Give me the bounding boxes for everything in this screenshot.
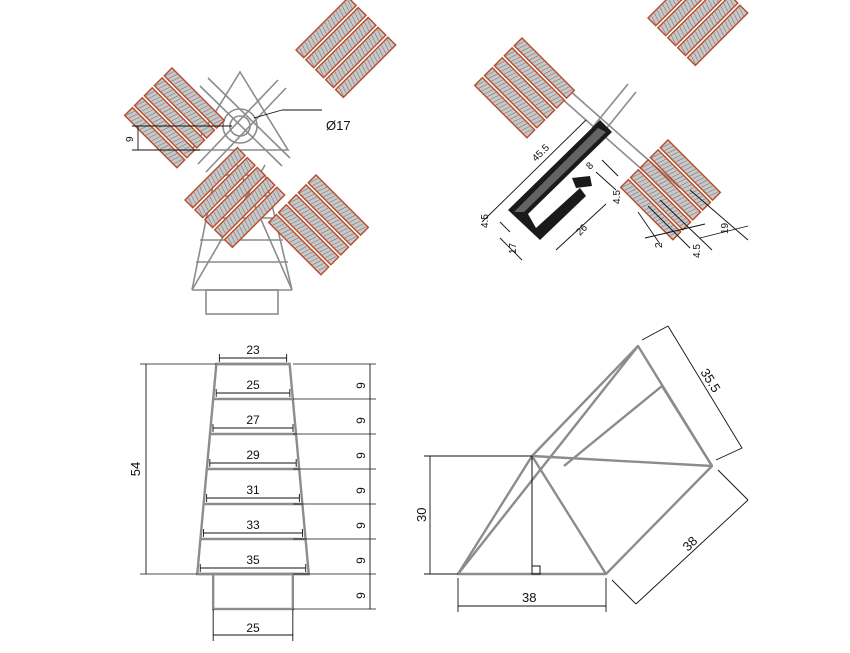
blade-bottom-left	[184, 146, 286, 249]
ring-height-label: 9	[354, 487, 368, 494]
tower-base-block	[211, 572, 295, 611]
sail-arms	[197, 77, 291, 173]
windmill-assembly-view: Ø17 9	[123, 0, 397, 315]
base-width-label: 25	[246, 621, 260, 635]
blade-top-right	[295, 0, 397, 99]
ring-height-label: 9	[354, 592, 368, 599]
sail-frame-wall	[508, 120, 612, 240]
tower-width-label: 25	[246, 378, 260, 392]
ring-height-label: 9	[354, 382, 368, 389]
roof-prism-view: 30 38 38 35.5	[414, 325, 749, 612]
tower-width-label: 27	[246, 413, 260, 427]
blade-width-label: 19	[720, 222, 731, 234]
frame-left-thickness-label: 4.5	[480, 214, 491, 228]
hub-dimension	[132, 109, 322, 151]
frame-base-width-label: 26	[574, 222, 590, 238]
blade-slat	[647, 0, 710, 27]
roof-base-label: 38	[522, 590, 536, 605]
frame-notch-top-label: 8	[584, 160, 596, 172]
blade-tr-top-right	[647, 0, 749, 67]
roof-height-label: 30	[414, 508, 429, 522]
frame-diagonal-label: 45.5	[530, 142, 552, 164]
frame-left-height-label: 17	[508, 242, 519, 254]
tower-width-label: 23	[246, 343, 260, 357]
blade-tr-top-left	[473, 37, 576, 139]
blade-gap-label: 2	[654, 242, 665, 248]
tower-ring-view: 23 25 27 29 31 33 35 25 9 9 9 9 9 9 9 54	[128, 343, 376, 641]
roof-depth-label: 38	[680, 533, 701, 554]
frame-dimensions	[481, 119, 749, 261]
hub-offset-label: 9	[125, 136, 136, 142]
ring-height-label: 9	[354, 417, 368, 424]
blade-tr-bottom-right	[619, 139, 722, 241]
blade-top-left	[123, 67, 226, 169]
sail-frame-view: 45.5 8 4.5 4.5 17 26 2 4.5 19	[473, 0, 749, 261]
ring-height-label: 9	[354, 452, 368, 459]
total-height-label: 54	[128, 462, 143, 476]
ring-height-label: 9	[354, 522, 368, 529]
tower-width-label: 31	[246, 483, 260, 497]
tower-width-label: 35	[246, 553, 260, 567]
roof-prism-edges	[456, 344, 714, 576]
ring-height-label: 9	[354, 557, 368, 564]
roof-dimensions	[424, 325, 749, 612]
hub-diameter-label: Ø17	[326, 118, 351, 133]
blade-bottom-right	[267, 174, 370, 276]
roof-prism-height-line	[531, 456, 541, 575]
frame-notch-right-label: 4.5	[612, 190, 623, 204]
tower-width-label: 29	[246, 448, 260, 462]
blade-slat	[656, 0, 719, 37]
blade-step-label: 4.5	[692, 244, 703, 258]
tower-width-label: 33	[246, 518, 260, 532]
